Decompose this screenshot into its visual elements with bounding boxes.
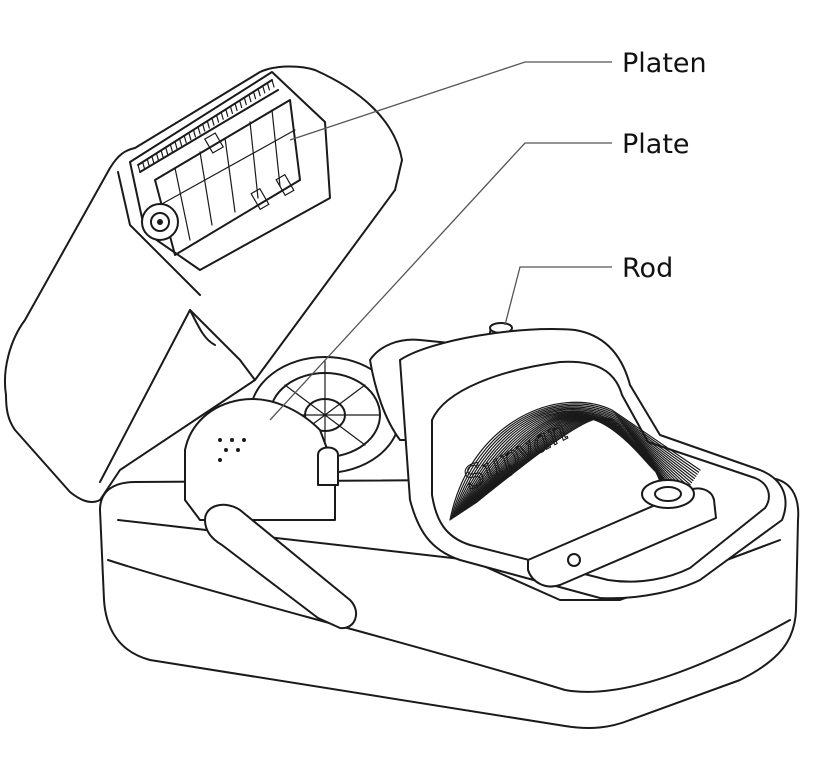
label-platen: Platen [622,48,707,79]
rod-leader [505,267,612,325]
label-rod: Rod [622,253,673,284]
label-plate: Plate [622,129,690,160]
right-housing: Supvan [400,329,786,598]
